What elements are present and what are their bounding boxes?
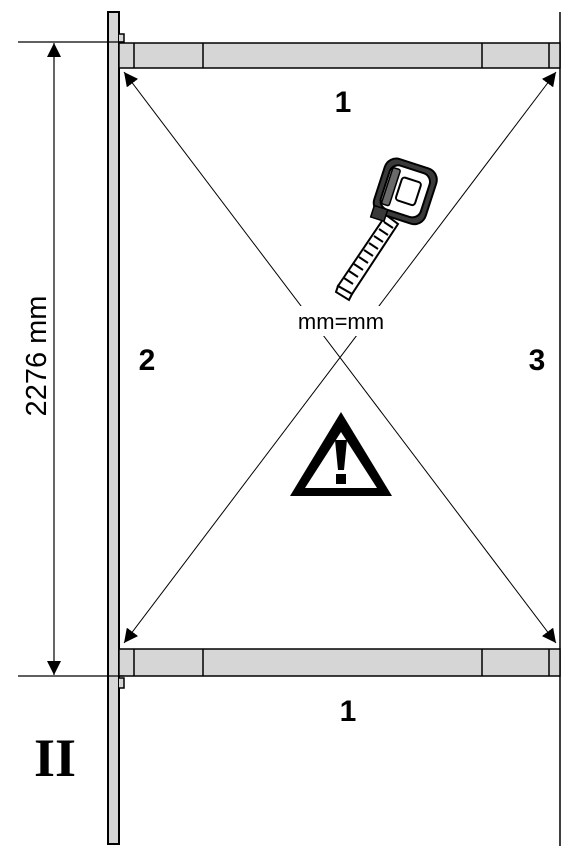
measure-label-bottom: 1	[340, 695, 357, 728]
top-rail	[118, 42, 561, 69]
equality-note: mm=mm	[298, 309, 384, 334]
warning-triangle-icon	[290, 412, 392, 496]
height-dimension-label: 2276 mm	[21, 296, 53, 417]
tape-measure-icon	[334, 157, 438, 302]
left-post	[107, 11, 125, 845]
equality-backdrop	[282, 306, 400, 336]
measure-label-top: 1	[335, 86, 352, 119]
diagonal-measure-right-to-left	[123, 71, 557, 644]
measure-label-left: 2	[139, 344, 156, 377]
bottom-rail	[118, 648, 561, 677]
measure-label-right: 3	[529, 344, 546, 377]
section-roman-numeral: II	[34, 728, 76, 788]
